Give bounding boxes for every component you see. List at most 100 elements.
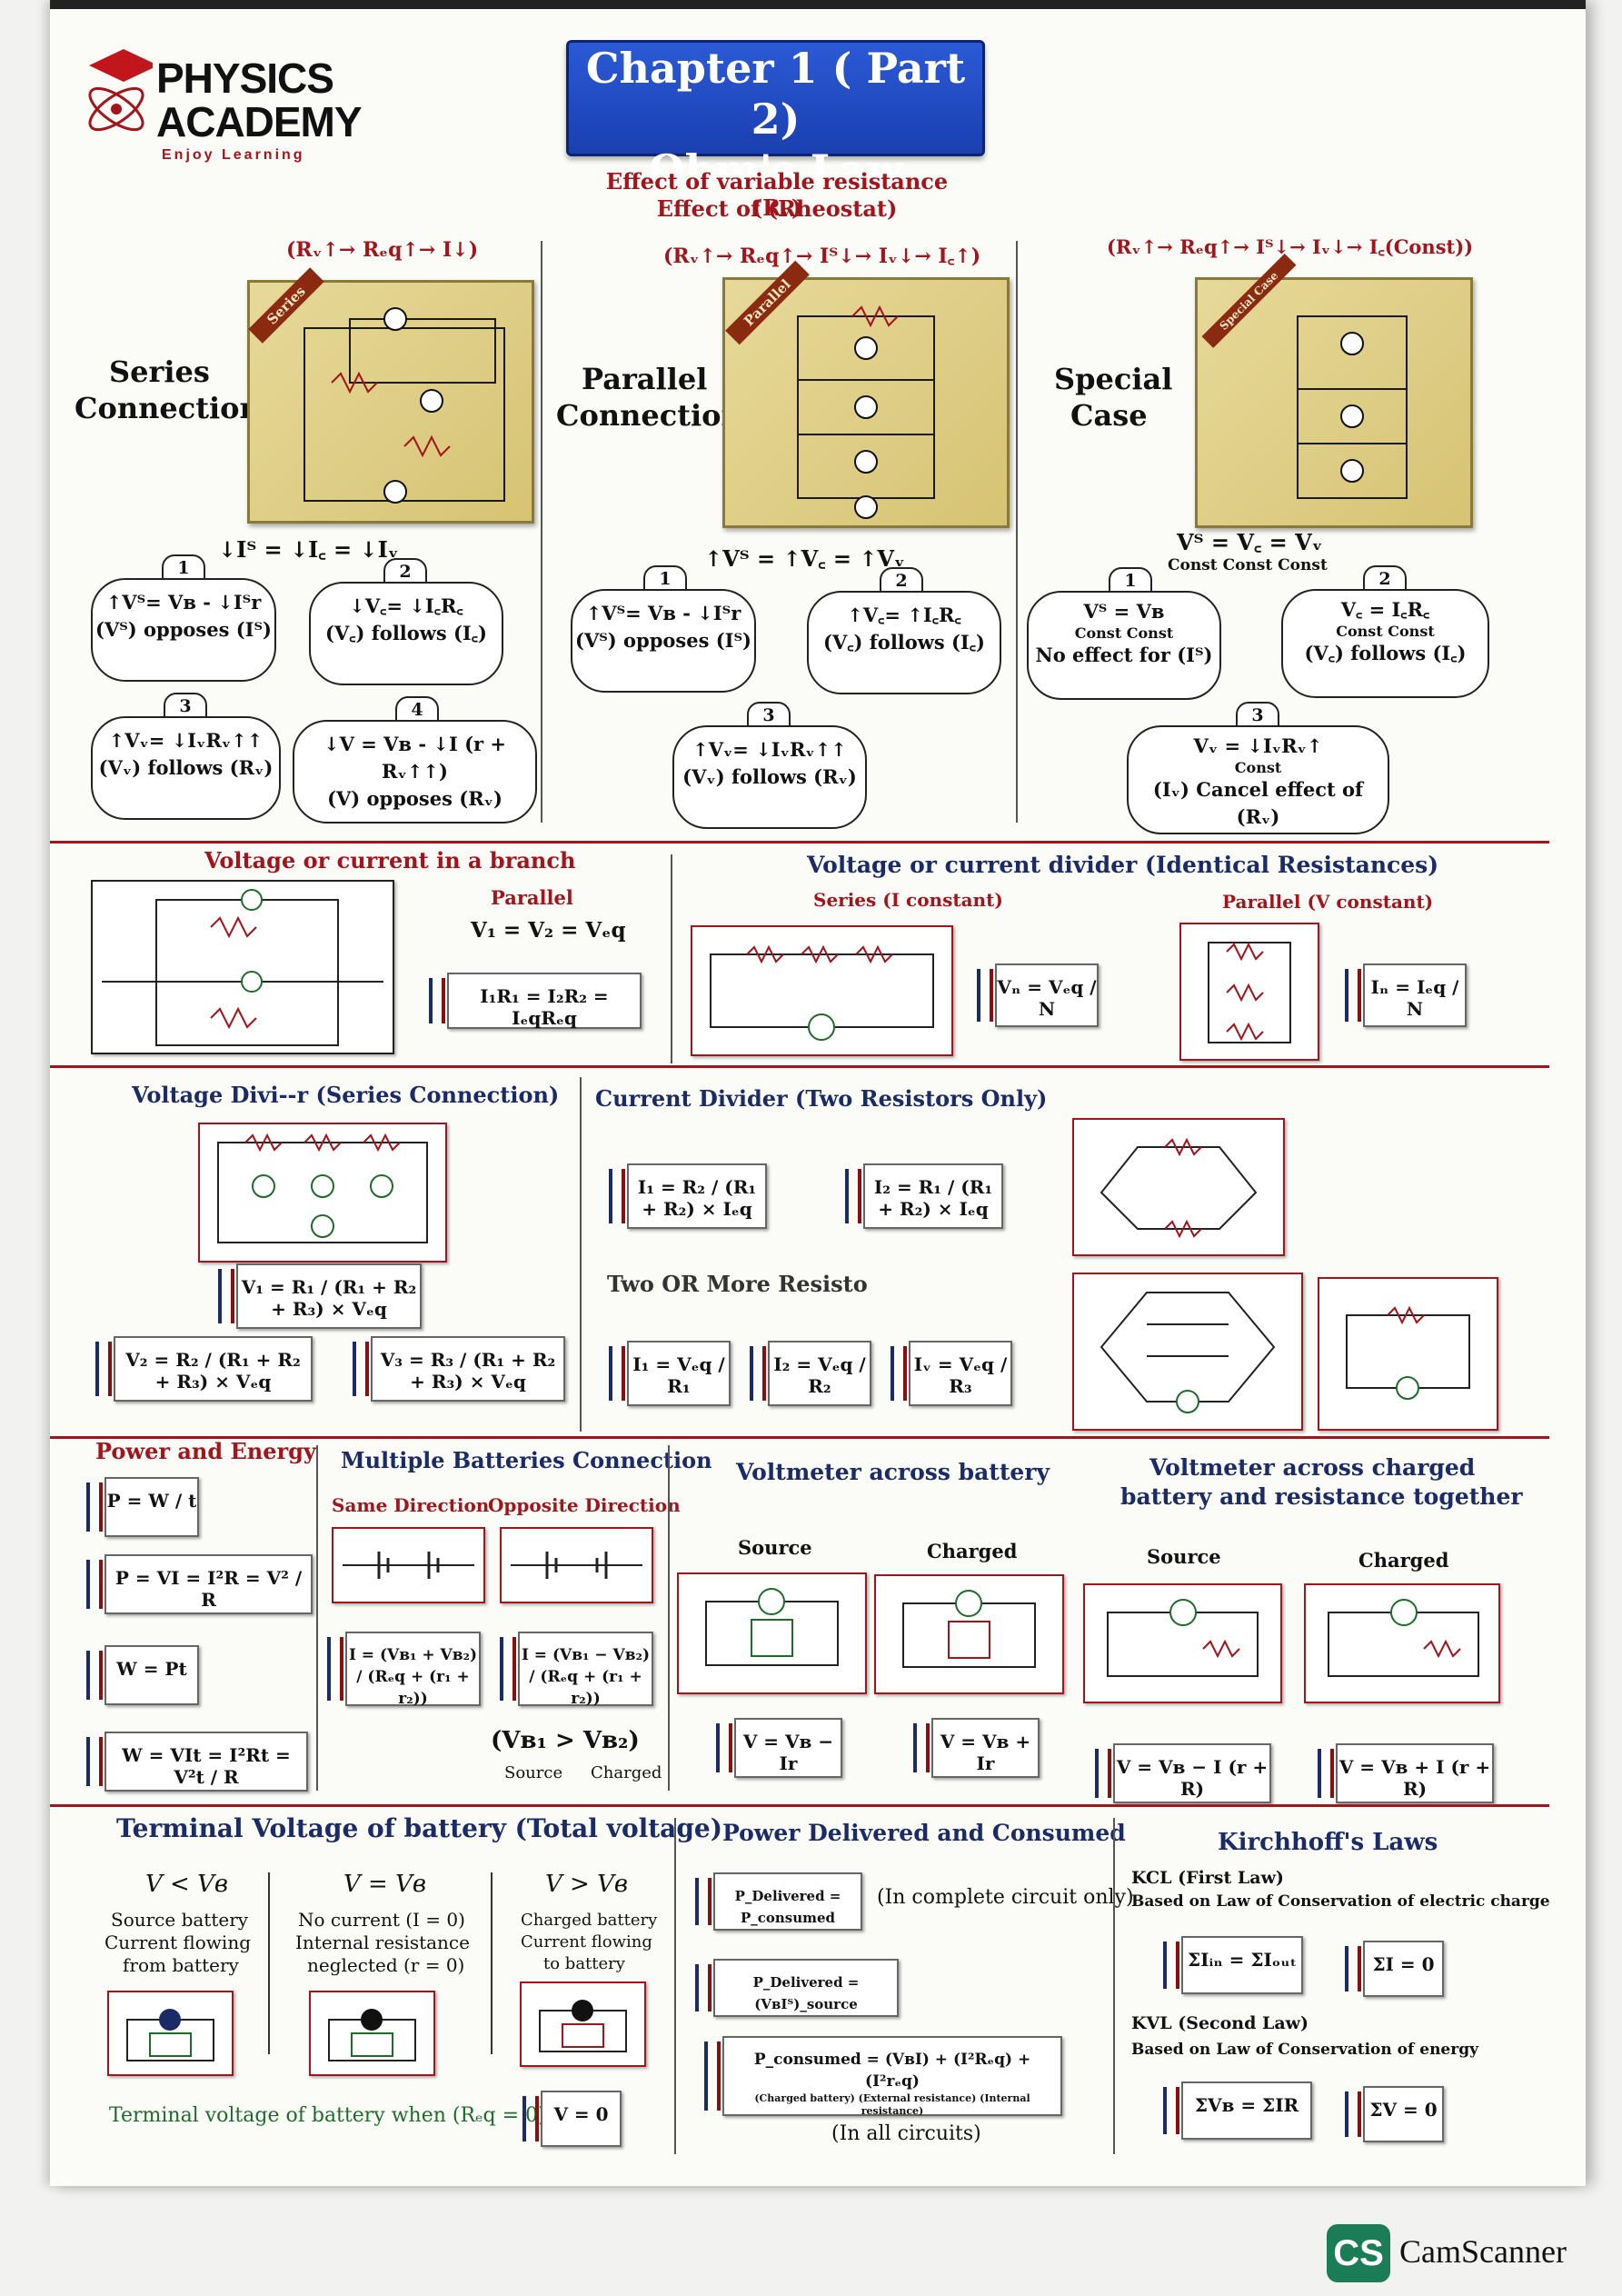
terminal-c3-diagram bbox=[520, 1982, 646, 2067]
batteries-same-formula: I = (Vв₁ + Vв₂) / (Rₑq + (r₁ + r₂)) bbox=[327, 1632, 481, 1708]
divider-series-label: Series (I constant) bbox=[813, 889, 1003, 911]
special-note-1: No effect for (Iᵀ) bbox=[1035, 644, 1213, 666]
rule-3 bbox=[50, 1436, 1549, 1439]
series-num-1: 1 bbox=[162, 554, 205, 582]
rule-4 bbox=[50, 1804, 1549, 1807]
cdiv-multi-diagram bbox=[1072, 1273, 1303, 1431]
subtitle-line1: Effect of variable resistance (Rᵥ) bbox=[605, 168, 949, 221]
batteries-opposite-diagram bbox=[500, 1527, 653, 1603]
kcl-title: KCL (First Law) bbox=[1131, 1868, 1284, 1888]
branch-parallel-label: Parallel bbox=[491, 886, 573, 909]
vm-battery-source: Source bbox=[738, 1536, 812, 1559]
special-label-1: Special bbox=[1054, 362, 1173, 396]
vm-charged-f-source: V = Vв − I (r + R) bbox=[1095, 1743, 1271, 1803]
power-f3: W = Pt bbox=[86, 1645, 199, 1705]
series-eq-1: ↑Vᵀ= Vв - ↓Iᵀr bbox=[105, 591, 262, 614]
logo-atom-icon bbox=[88, 49, 153, 132]
divider-identical-title: Voltage or current divider (Identical Re… bbox=[807, 852, 1439, 878]
special-relation-consts: Const Const Const bbox=[1168, 556, 1328, 574]
pdc-f3: P_consumed = (VвI) + (I²Rₑq) + (I²rₑq) (… bbox=[704, 2036, 1062, 2118]
divider-7 bbox=[674, 1818, 676, 2154]
logo: PHYSICS ACADEMY Enjoy Learning bbox=[80, 38, 363, 175]
batteries-title: Multiple Batteries Connection bbox=[341, 1447, 712, 1473]
terminal-sep-2 bbox=[491, 1872, 493, 2054]
series-note-3: (Vᵥ) follows (Rᵥ) bbox=[98, 756, 274, 779]
top-edge bbox=[50, 0, 1586, 9]
special-eq-1: Vᵀ = Vв bbox=[1083, 600, 1165, 623]
pdc-f3-notes: (Charged battery) (External resistance) … bbox=[724, 2092, 1060, 2118]
cdiv-g2: I₂ = Vₑq / R₂ bbox=[750, 1341, 871, 1406]
pdc-note-3: (Internal resistance) bbox=[861, 2092, 1030, 2117]
divider-1 bbox=[541, 241, 542, 823]
pdc-f1-note: (In complete circuit only) bbox=[877, 1886, 1134, 1909]
special-circuit-diagram: Special Case bbox=[1195, 254, 1473, 528]
special-eq-3: Vᵥ = ↓IᵥRᵥ↑ bbox=[1193, 734, 1323, 757]
cdiv-two-diagram bbox=[1072, 1118, 1285, 1256]
terminal-c1-l1: Source battery bbox=[111, 1909, 249, 1931]
terminal-c1-head: V < Vв bbox=[145, 1871, 228, 1898]
terminal-c2-diagram bbox=[309, 1991, 435, 2076]
camscanner-text: CamScanner bbox=[1399, 2233, 1567, 2270]
batteries-opposite-formula: I = (Vв₁ − Vв₂) / (Rₑq + (r₁ + r₂)) bbox=[500, 1632, 653, 1708]
pdc-title: Power Delivered and Consumed bbox=[722, 1820, 1126, 1846]
identical-series-formula: Vₙ = Vₑq / N bbox=[977, 963, 1099, 1027]
divider-4 bbox=[580, 1077, 582, 1432]
rule-1 bbox=[50, 841, 1549, 844]
terminal-c2-l1: No current (I = 0) bbox=[298, 1909, 465, 1931]
special-item-1: Vᵀ = Vв Const Const No effect for (Iᵀ) bbox=[1027, 591, 1221, 700]
special-eq-2: V꜀ = I꜀R꜀ bbox=[1340, 598, 1430, 621]
batteries-same-diagram bbox=[332, 1527, 485, 1603]
series-item-4: ↓V = Vв - ↓I (r + Rᵥ↑↑) (V) opposes (Rᵥ) bbox=[293, 720, 537, 824]
parallel-label-1: Parallel bbox=[582, 362, 708, 396]
voltage-divider-title: Voltage Divi-‐r (Series Connection) bbox=[132, 1082, 560, 1108]
parallel-eq-2: ↑V꜀= ↑I꜀R꜀ bbox=[847, 604, 961, 626]
special-relation: Vᵀ = V꜀ = Vᵥ bbox=[1177, 529, 1323, 555]
branch-diagram bbox=[91, 880, 394, 1054]
terminal-c1-l2: Current flowing bbox=[104, 1932, 251, 1953]
branch-parallel-eq: V₁ = V₂ = Vₑq bbox=[471, 918, 626, 943]
kcl-f1: ΣIᵢₙ = ΣIₒᵤₜ bbox=[1163, 1936, 1303, 1994]
batteries-compare: (Vв₁ > Vв₂) bbox=[491, 1727, 640, 1754]
parallel-relation: ↑Vᵀ = ↑V꜀ = ↑Vᵥ bbox=[704, 545, 905, 572]
parallel-note-1: (Vᵀ) opposes (Iᵀ) bbox=[575, 629, 751, 652]
parallel-item-1: ↑Vᵀ= Vв - ↓Iᵀr (Vᵀ) opposes (Iᵀ) bbox=[571, 589, 756, 693]
title-line2: Ohm's Law bbox=[648, 145, 903, 195]
series-item-3: ↑Vᵥ= ↓IᵥRᵥ↑↑ (Vᵥ) follows (Rᵥ) bbox=[91, 716, 281, 820]
parallel-num-2: 2 bbox=[880, 567, 923, 594]
vm-charged-charged: Charged bbox=[1358, 1549, 1449, 1572]
special-const-1: Const Const bbox=[1074, 624, 1174, 642]
power-f2: P = VI = I²R = V² / R bbox=[86, 1554, 313, 1614]
identical-parallel-formula: Iₙ = Iₑq / N bbox=[1345, 963, 1467, 1027]
divider-6 bbox=[668, 1445, 670, 1791]
branch-title: Voltage or current in a branch bbox=[204, 847, 576, 873]
cdiv-g1: I₁ = Vₑq / R₁ bbox=[609, 1341, 731, 1406]
vm-charged-charged-diagram bbox=[1304, 1583, 1500, 1703]
batteries-same: Same Direction bbox=[332, 1494, 490, 1516]
series-eq-3: ↑Vᵥ= ↓IᵥRᵥ↑↑ bbox=[108, 729, 264, 752]
terminal-sep-1 bbox=[268, 1872, 270, 2054]
pdc-f3-main: P_consumed = (VвI) + (I²Rₑq) + (I²rₑq) bbox=[753, 2051, 1031, 2091]
series-item-1: ↑Vᵀ= Vв - ↓Iᵀr (Vᵀ) opposes (Iᵀ) bbox=[91, 578, 276, 682]
special-label-2: Case bbox=[1070, 398, 1148, 433]
special-note-3: (Iᵥ) Cancel effect of (Rᵥ) bbox=[1152, 778, 1364, 828]
camscanner-icon: CS bbox=[1327, 2224, 1390, 2282]
current-divider-title: Current Divider (Two Resistors Only) bbox=[595, 1085, 1048, 1112]
divider-parallel-label: Parallel (V constant) bbox=[1222, 891, 1434, 913]
vdiv-formula-1: V₁ = R₁ / (R₁ + R₂ + R₃) × Vₑq bbox=[218, 1263, 422, 1329]
parallel-num-3: 3 bbox=[747, 702, 791, 729]
logo-line2: ACADEMY bbox=[156, 98, 363, 145]
batteries-source: Source bbox=[504, 1763, 563, 1782]
kvl-basis: Based on Law of Conservation of energy bbox=[1131, 2041, 1478, 2059]
terminal-c2-head: V = Vв bbox=[343, 1871, 426, 1898]
special-num-3: 3 bbox=[1236, 702, 1279, 729]
branch-formula: I₁R₁ = I₂R₂ = IₑqRₑq bbox=[429, 973, 642, 1029]
logo-line1: PHYSICS bbox=[156, 55, 334, 102]
parallel-note-2: (V꜀) follows (I꜀) bbox=[823, 631, 985, 654]
vm-battery-title: Voltmeter across battery bbox=[736, 1459, 1050, 1485]
parallel-label-2: Connection bbox=[556, 398, 742, 433]
vm-charged-source-diagram bbox=[1083, 1583, 1282, 1703]
power-f4: W = VIt = I²Rt = V²t / R bbox=[86, 1732, 308, 1792]
batteries-opposite: Opposite Direction bbox=[488, 1494, 681, 1516]
parallel-arrow: (Rᵥ↑→ Rₑq↑→ Iᵀ↓→ Iᵥ↓→ I꜀↑) bbox=[663, 245, 981, 268]
special-item-3: Vᵥ = ↓IᵥRᵥ↑ Const (Iᵥ) Cancel effect of … bbox=[1127, 725, 1389, 834]
